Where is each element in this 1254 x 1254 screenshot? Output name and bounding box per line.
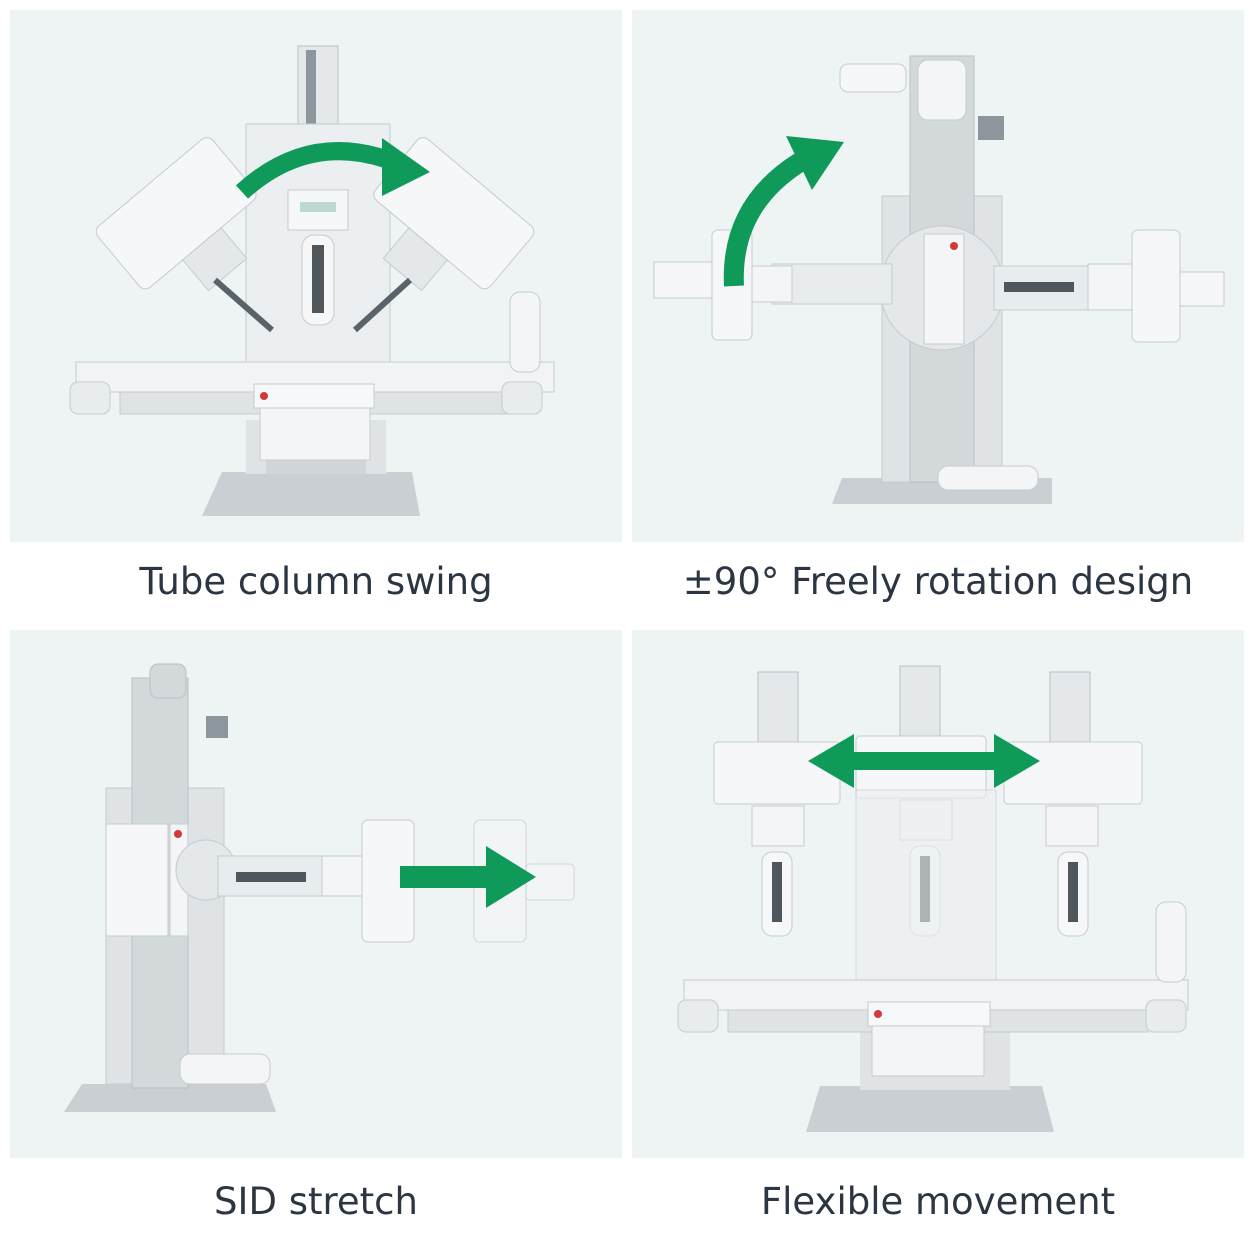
panel-flexible-movement <box>632 630 1244 1158</box>
caption-rotation-design: ±90° Freely rotation design <box>682 560 1194 603</box>
xray-machine-swing-illustration <box>69 45 555 516</box>
panel-rotation-design <box>632 10 1244 542</box>
caption-sid-stretch: SID stretch <box>214 1180 418 1223</box>
double-arrow-icon <box>846 752 1010 770</box>
rotation-arrow-icon <box>723 153 806 287</box>
swing-arrow-icon <box>235 142 398 199</box>
xray-machine-flexible-illustration <box>677 665 1189 1132</box>
stretch-arrow-icon <box>400 866 488 888</box>
caption-tube-column-swing: Tube column swing <box>139 560 493 603</box>
caption-flexible-movement: Flexible movement <box>760 1180 1116 1223</box>
xray-machine-sid-illustration <box>64 663 575 1112</box>
panel-sid-stretch <box>10 630 622 1158</box>
xray-machine-rotation-illustration <box>653 55 1225 504</box>
panel-tube-column-swing <box>10 10 622 542</box>
